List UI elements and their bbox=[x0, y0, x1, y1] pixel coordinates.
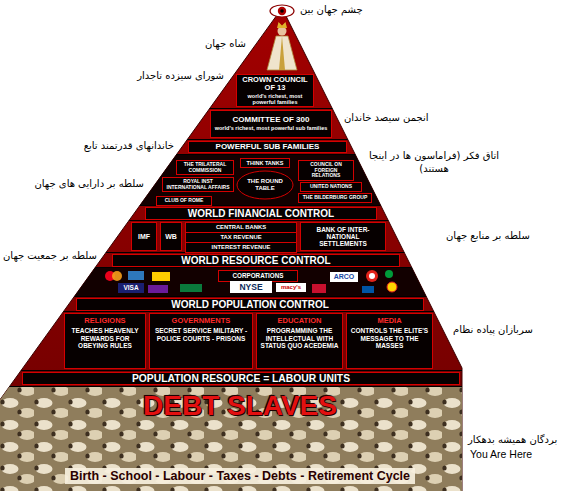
company-logo bbox=[312, 284, 326, 293]
box-title: POPULATION RESOURCE = LABOUR UNITS bbox=[26, 373, 456, 384]
eye-iris bbox=[278, 7, 286, 15]
tier-band: POWERFUL SUB FAMILIES bbox=[188, 141, 347, 153]
box-title: COUNCIL ON FOREIGN RELATIONS bbox=[300, 162, 352, 179]
round-table-oval: THE ROUND TABLE bbox=[236, 170, 294, 200]
control-box: RELIGIONS TEACHES HEAVENLY REWARDS FOR OB… bbox=[64, 313, 146, 369]
think-tank-box: ROYAL INST INTERNATIONAL AFFAIRS bbox=[162, 177, 234, 192]
logo-label: NYSE bbox=[230, 281, 272, 293]
box-title: WORLD POPULATION CONTROL bbox=[80, 299, 420, 310]
tier-band: POPULATION RESOURCE = LABOUR UNITS bbox=[22, 372, 460, 385]
box-subtext: SECRET SERVICE MILITARY - POLICE COURTS … bbox=[153, 327, 249, 342]
box-subtext: CONTROLS THE ELITE'S MESSAGE TO THE MASS… bbox=[350, 327, 429, 349]
side-label: انجمن سیصد خاندان bbox=[344, 112, 428, 125]
company-logo bbox=[362, 286, 374, 293]
king-crown bbox=[277, 22, 287, 28]
box-title: RELIGIONS bbox=[68, 317, 142, 325]
tier-band: WORLD RESOURCE CONTROL bbox=[112, 254, 400, 267]
box-title: TAX REVENUE bbox=[188, 234, 294, 241]
king-sash bbox=[279, 36, 285, 70]
control-box: GOVERNMENTS SECRET SERVICE MILITARY - POL… bbox=[149, 313, 253, 369]
box-title: CLUB OF ROME bbox=[158, 198, 210, 204]
debt-slave-field: DEBT SLAVES Birth - School - Labour - Tax… bbox=[20, 390, 460, 486]
think-tank-box: THE BILDERBURG GROUP bbox=[298, 193, 372, 203]
council-box: CROWN COUNCIL OF 13world's richest, most… bbox=[236, 74, 314, 107]
think-tank-box: COUNCIL ON FOREIGN RELATIONS bbox=[298, 160, 354, 181]
think-tank-ground bbox=[0, 155, 565, 205]
logo-label: VISA bbox=[118, 283, 144, 293]
box-title: DEBT SLAVES bbox=[143, 392, 337, 420]
think-tank-box: CLUB OF ROME bbox=[156, 196, 212, 206]
tier-band: WORLD POPULATION CONTROL bbox=[76, 298, 424, 311]
side-label: سربازان پیاده نظام bbox=[453, 324, 533, 337]
card-logo bbox=[112, 271, 122, 281]
eye-white bbox=[270, 5, 294, 17]
king-robe bbox=[267, 36, 297, 70]
box-title: THINK TANKS bbox=[240, 158, 290, 168]
box-title: THE ROUND TABLE bbox=[243, 178, 287, 191]
committee-box: COMMITTEE OF 300world's richest, most po… bbox=[210, 110, 332, 138]
side-label: سلطه بر منابع جهان bbox=[446, 230, 530, 243]
finance-box: BANK OF INTER-NATIONAL SETTLEMENTS bbox=[300, 222, 386, 251]
box-subtext: Birth - School - Labour - Taxes - Debts … bbox=[65, 468, 415, 484]
side-label: چشم جهان بین bbox=[300, 4, 363, 17]
box-title: THE BILDERBURG GROUP bbox=[300, 195, 370, 201]
finance-box: IMF bbox=[131, 222, 157, 251]
sheep-flock bbox=[0, 387, 565, 491]
box-subtext: TEACHES HEAVENLY REWARDS FOR OBEYING RUL… bbox=[68, 327, 142, 349]
box-title: INTEREST REVENUE bbox=[188, 244, 294, 251]
box-title: CORPORATIONS bbox=[221, 272, 295, 279]
company-logo bbox=[148, 285, 168, 293]
box-title: COMMITTEE OF 300 bbox=[213, 116, 329, 125]
box-title: GOVERNMENTS bbox=[153, 317, 249, 325]
box-subtext: world's richest, most powerful families bbox=[239, 93, 311, 105]
side-label: سلطه بر دارایی های جهان bbox=[34, 178, 144, 191]
box-title: UNITED NATIONS bbox=[302, 184, 360, 190]
company-logo bbox=[369, 273, 375, 279]
logo-label: ARCO bbox=[330, 272, 358, 282]
think-tank-box: THE TRILATERAL COMMISSION bbox=[176, 160, 234, 175]
side-label: خاندانهای قدرتمند تابع bbox=[84, 140, 174, 153]
box-title: CROWN COUNCIL OF 13 bbox=[239, 76, 311, 93]
tier-band: WORLD FINANCIAL CONTROL bbox=[145, 207, 377, 220]
think-tank-tier: THINK TANKS THE TRILATERAL COMMISSION ROYA… bbox=[140, 156, 380, 204]
box-title: WORLD RESOURCE CONTROL bbox=[116, 255, 396, 266]
company-logo bbox=[387, 282, 397, 292]
logo-label: macy's bbox=[276, 283, 306, 292]
box-title: ROYAL INST INTERNATIONAL AFFAIRS bbox=[164, 179, 232, 190]
side-label: اتاق فکر (فراماسون ها در اینجا هستند) bbox=[364, 150, 504, 175]
side-label: سلطه بر جمعیت جهان bbox=[3, 250, 97, 263]
company-logo bbox=[180, 284, 202, 292]
box-title: MEDIA bbox=[350, 317, 429, 325]
side-label: بردگان همیشه بدهکار bbox=[468, 434, 557, 447]
box-title: EDUCATION bbox=[260, 317, 339, 325]
eye-pupil bbox=[280, 9, 284, 13]
box-title: WORLD FINANCIAL CONTROL bbox=[149, 208, 373, 219]
company-logo bbox=[152, 272, 170, 281]
box-title: THE TRILATERAL COMMISSION bbox=[178, 162, 232, 173]
box-title: IMF bbox=[134, 233, 154, 241]
box-title: CENTRAL BANKS bbox=[188, 224, 294, 231]
box-subtext: PROGRAMMING THE INTELLECTUAL WITH STATUS… bbox=[260, 327, 339, 349]
company-logo bbox=[128, 271, 144, 280]
control-box: EDUCATION PROGRAMMING THE INTELLECTUAL WI… bbox=[256, 313, 343, 369]
finance-box: WB bbox=[160, 222, 182, 251]
side-label: شورای سیزده تاجدار bbox=[137, 70, 224, 83]
tier-divider bbox=[0, 109, 565, 387]
box-title: WB bbox=[163, 233, 179, 241]
box-title: BANK OF INTER-NATIONAL SETTLEMENTS bbox=[303, 226, 383, 248]
oval-shape bbox=[237, 171, 293, 199]
pointer-label: You Are Here bbox=[470, 448, 532, 461]
side-label: شاه جهان bbox=[205, 38, 246, 51]
company-logo bbox=[385, 270, 393, 278]
box-title: POWERFUL SUB FAMILIES bbox=[192, 143, 343, 152]
company-logo bbox=[366, 270, 378, 282]
corporation-ground bbox=[0, 268, 565, 296]
think-tank-box: UNITED NATIONS bbox=[300, 182, 362, 192]
finance-box: INTEREST REVENUE bbox=[185, 242, 297, 253]
control-box: MEDIA CONTROLS THE ELITE'S MESSAGE TO THE… bbox=[346, 313, 433, 369]
box-subtext: world's richest, most powerful sub famil… bbox=[213, 125, 329, 131]
